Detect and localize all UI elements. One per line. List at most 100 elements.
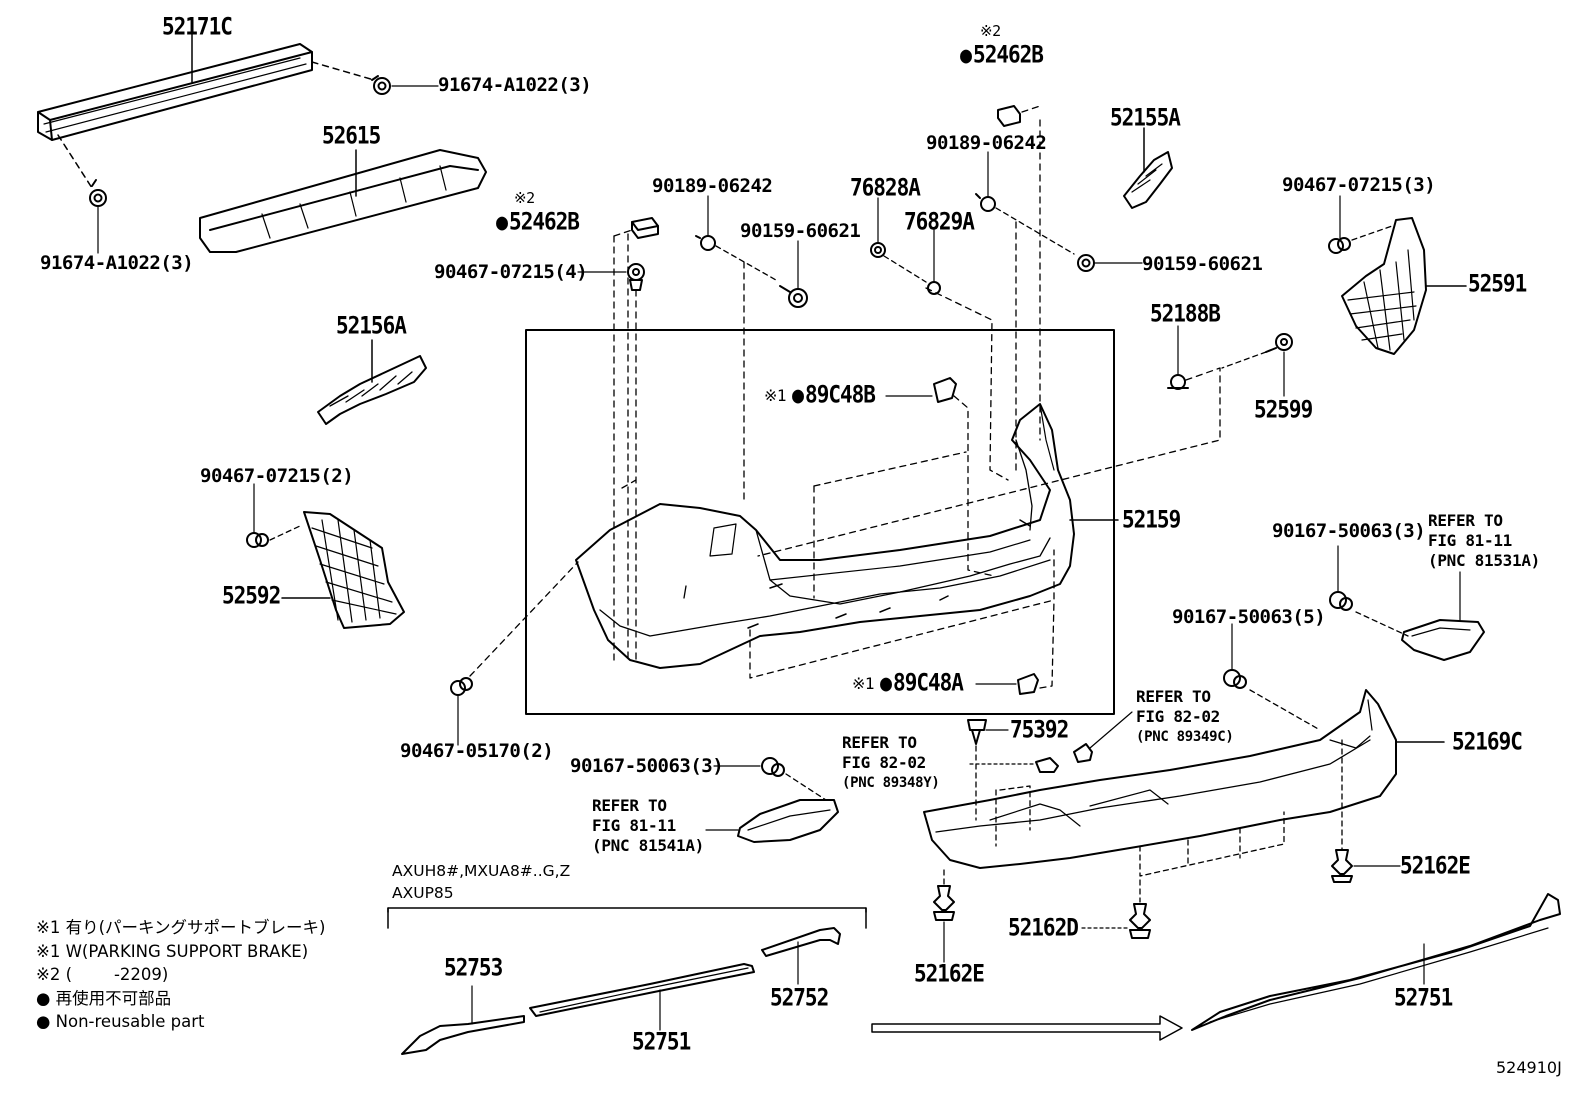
label-52462B-top: 52462B [960,42,1044,67]
label-star2-top: ※2 [980,22,1001,40]
rivet-52599-icon [1221,333,1293,397]
label-76828A: 76828A [850,173,921,202]
legend-line-5: ● Non-reusable part [36,1012,205,1031]
reflector-81541A-part [705,799,839,843]
ref-89349C-line1: REFER TO [1136,687,1211,706]
ref-81531A-line3: (PNC 81531A) [1428,551,1540,570]
fastener-52162E-right-icon [1331,849,1401,883]
clip-90467-3-icon [1328,195,1393,254]
pad-52462B-left-part [631,217,659,239]
bracket-52591-part [1341,217,1467,355]
ref-81541A-line3: (PNC 81541A) [592,836,704,855]
ref-81541A-line2: FIG 81-11 [592,816,676,835]
label-90159-right: 90159-60621 [1142,253,1263,275]
label-52162E-bottom: 52162E [914,959,985,988]
label-52615: 52615 [322,121,381,150]
label-52599: 52599 [1254,395,1313,424]
pad-52462B-top-part [997,105,1021,127]
label-89C48A: 89C48A [880,670,964,695]
fastener-52162E-bottom-icon [933,885,955,963]
retainer-52155A-part [1123,127,1173,209]
bolt-91674-left-icon [89,179,107,254]
label-89C48B: 89C48B [792,382,876,407]
label-52751-right: 52751 [1394,983,1453,1012]
label-52169C: 52169C [1452,727,1523,756]
moulding-52751-left-part [529,963,755,1031]
label-52751-left: 52751 [632,1027,691,1056]
diagram-id: 524910J [1496,1058,1562,1077]
legend-line-2: ※1 W(PARKING SUPPORT BRAKE) [36,941,309,961]
label-52188B: 52188B [1150,299,1221,328]
lower-cover-guides [943,739,1343,903]
ref-89348Y: REFER TO FIG 82-02 (PNC 89348Y) [842,733,940,793]
grommet-76828A-icon [870,197,927,283]
legend-line-3: ※2 ( -2209) [36,965,169,984]
label-52156A: 52156A [336,311,407,340]
label-52162D: 52162D [1008,913,1079,942]
label-52591: 52591 [1468,269,1527,298]
ref-81541A: REFER TO FIG 81-11 (PNC 81541A) [592,796,704,856]
assembly-guides [613,105,1055,689]
screw-90159-right-icon [1077,254,1143,272]
moulding-52752-part [761,927,841,985]
clip-90467-4-icon [577,263,645,291]
clip-90167-5-icon [1223,623,1321,731]
absorber-52615-part [199,149,487,253]
model-applicability-line1: AXUH8#,MXUA8#..G,Z [392,862,571,880]
label-90189-right: 90189-06242 [926,132,1047,154]
label-91674-left: 91674-A1022(3) [40,252,194,274]
clip-90189-right-icon [975,151,1075,255]
label-91674-top: 91674-A1022(3) [438,74,592,96]
label-star1-top: ※1 [764,386,787,405]
bracket-89348Y-part [969,757,1059,773]
ref-81531A-line1: REFER TO [1428,511,1503,530]
arrow-to-full-moulding [871,1015,1183,1041]
label-90467-05170: 90467-05170(2) [400,740,554,762]
label-75392: 75392 [1010,715,1069,744]
ref-81531A-line2: FIG 81-11 [1428,531,1512,550]
label-90467-4: 90467-07215(4) [434,261,588,283]
label-52155A: 52155A [1110,103,1181,132]
legend-line-4: ● 再使用不可部品 [36,988,172,1008]
label-90159-left: 90159-60621 [740,220,861,242]
bracket-89349C-part [1073,711,1133,763]
bumper-cover-frame [525,329,1115,715]
label-90467-2: 90467-07215(2) [200,465,354,487]
clip-90467-05170-icon [450,561,579,746]
ref-81541A-line1: REFER TO [592,796,667,815]
screw-90159-left-icon [779,240,808,308]
label-90467-3: 90467-07215(3) [1282,174,1436,196]
reinforcement-52171C-part [37,29,375,189]
ref-89348Y-line2: FIG 82-02 [842,753,926,772]
sensor-89C48B-part [885,377,957,403]
label-90167-5: 90167-50063(5) [1172,606,1326,628]
legend-line-1: ※1 有り(パーキングサポートブレーキ) [36,918,326,937]
bolt-91674-top-icon [371,75,439,95]
clip-90167-3-left-icon [713,757,827,801]
ref-89349C-line2: FIG 82-02 [1136,707,1220,726]
retainer-52156A-part [317,339,427,425]
label-52752: 52752 [770,983,829,1012]
label-90189-left: 90189-06242 [652,175,773,197]
label-star2-left: ※2 [514,189,535,207]
model-applicability-line2: AXUP85 [392,884,454,902]
label-52462B-left: 52462B [496,209,580,234]
label-52162E-right: 52162E [1400,851,1471,880]
legend: ※1 有り(パーキングサポートブレーキ) ※1 W(PARKING SUPPOR… [36,918,326,1031]
clip-75392-icon [967,719,1009,821]
label-52159: 52159 [1122,505,1181,534]
label-90167-3-left: 90167-50063(3) [570,755,724,777]
clip-90167-3-right-icon [1329,545,1409,637]
clip-52188B-icon [757,325,1221,557]
label-52171C: 52171C [162,12,233,41]
grommet-76829A-icon [927,229,941,295]
reflector-81531A-part [1401,571,1485,661]
ref-89348Y-line1: REFER TO [842,733,917,752]
lower-cover-52169C-part [923,689,1445,869]
bumper-cover-52159-part [575,403,1119,669]
ref-89349C: REFER TO FIG 82-02 (PNC 89349C) [1136,687,1234,747]
ref-81531A: REFER TO FIG 81-11 (PNC 81531A) [1428,511,1540,571]
ref-89348Y-line3: (PNC 89348Y) [842,775,940,791]
label-76829A: 76829A [904,207,975,236]
